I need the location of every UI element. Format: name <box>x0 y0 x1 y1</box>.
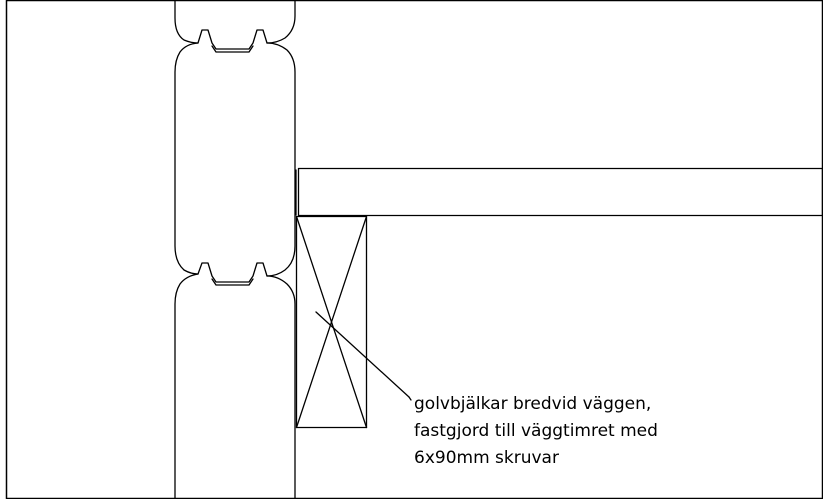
cross-diagonal-2 <box>295 215 368 429</box>
wall-log-middle <box>174 42 296 283</box>
annotation-line-1: golvbjälkar bredvid väggen, <box>414 394 652 414</box>
wall-groove-middle <box>211 278 254 286</box>
callout-leader-tick <box>408 396 412 401</box>
annotation-line-2: fastgjord till väggtimret med <box>414 421 658 441</box>
joist-cross-section <box>295 215 368 429</box>
wall-groove-top <box>211 45 254 53</box>
floor-joist-beam <box>297 167 823 217</box>
annotation-line-3: 6x90mm skruvar <box>414 448 559 468</box>
wall-log-bottom <box>174 273 296 499</box>
joist-annotation: golvbjälkar bredvid väggen, fastgjord ti… <box>414 391 658 472</box>
wall-log-top <box>174 0 296 50</box>
callout-leader <box>315 311 410 398</box>
